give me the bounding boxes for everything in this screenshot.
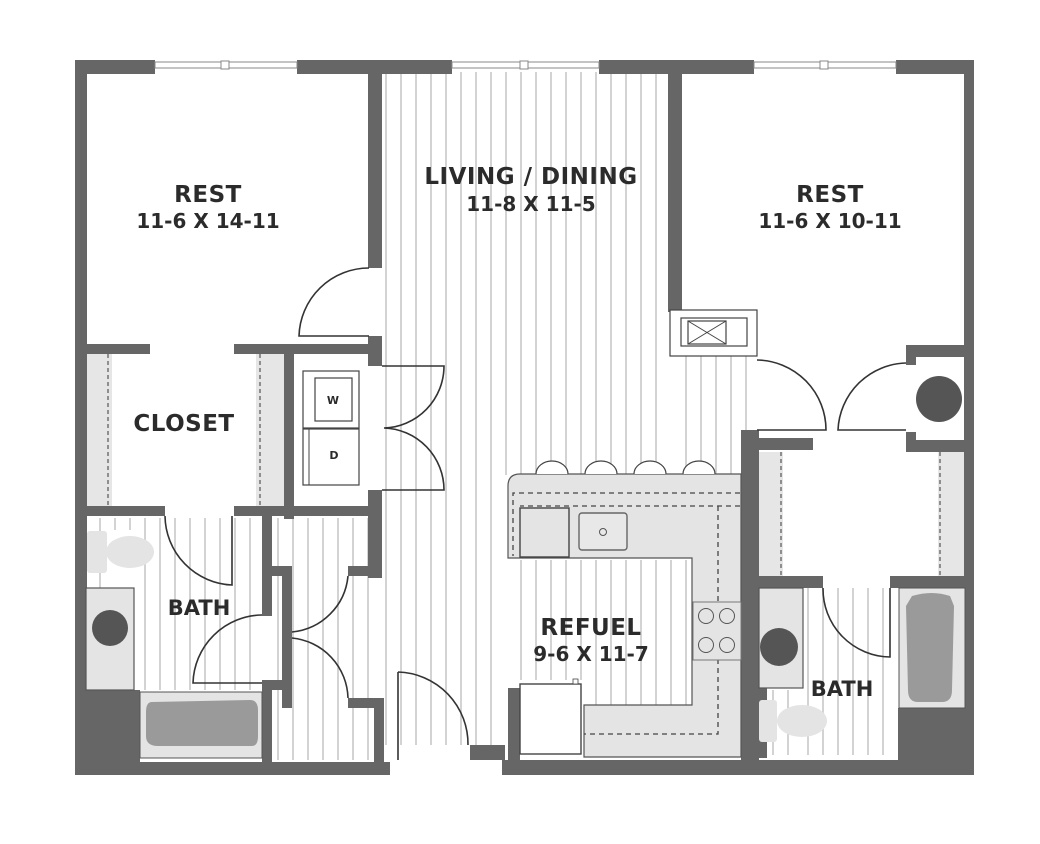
bathtub-icon — [906, 593, 954, 702]
right-bath-fixtures — [758, 587, 966, 742]
living-floor-pattern — [385, 72, 747, 745]
entry-door[interactable] — [397, 671, 469, 760]
rest-right-name: REST — [796, 182, 864, 208]
rest-left-name: REST — [174, 182, 242, 208]
toilet-tank-icon — [87, 531, 107, 573]
left-bath-door-2[interactable] — [192, 614, 263, 684]
right-closet-door[interactable] — [837, 362, 907, 431]
refuel-name: REFUEL — [540, 615, 641, 641]
right-bath-door[interactable] — [822, 587, 891, 658]
right-closet-shelves — [759, 452, 965, 578]
room-labels: REST 11-6 X 14-11 LIVING / DINING 11-8 X… — [133, 164, 901, 701]
kitchen-counters — [507, 460, 742, 758]
left-bedroom-door[interactable] — [298, 267, 370, 337]
bath-left-name: BATH — [168, 596, 231, 620]
walls — [75, 60, 974, 775]
toilet-icon — [777, 705, 827, 737]
rest-right-dims: 11-6 X 10-11 — [758, 209, 901, 233]
refrigerator-icon — [519, 683, 582, 755]
dryer-icon — [302, 428, 360, 486]
left-bath-fixtures — [85, 531, 263, 759]
laundry-double-door[interactable] — [382, 365, 445, 491]
right-bedroom-door[interactable] — [756, 359, 827, 431]
sink-icon — [760, 628, 798, 666]
sink-icon — [92, 610, 128, 646]
bar-stool-icon — [535, 460, 569, 475]
hall-closet-door-2[interactable] — [291, 637, 349, 699]
bathtub-icon — [146, 700, 258, 746]
living-dining-dims: 11-8 X 11-5 — [466, 192, 595, 216]
sink-icon — [578, 512, 628, 551]
windows — [154, 60, 897, 70]
toilet-icon — [106, 536, 154, 568]
closet-name: CLOSET — [133, 411, 234, 437]
bar-stool-icon — [584, 460, 618, 475]
living-dining-name: LIVING / DINING — [424, 164, 637, 190]
bar-stool-icon — [682, 460, 716, 475]
water-heater-icon — [916, 376, 962, 422]
hall-closet-door[interactable] — [291, 575, 349, 633]
dryer-label: D — [329, 449, 338, 462]
rest-left-dims: 11-6 X 14-11 — [136, 209, 279, 233]
left-bath-floor-pattern — [99, 518, 369, 760]
refuel-dims: 9-6 X 11-7 — [533, 642, 649, 666]
left-bath-door[interactable] — [164, 515, 233, 586]
toilet-tank-icon — [759, 700, 777, 742]
bath-right-name: BATH — [811, 677, 874, 701]
laundry-appliances: W D — [302, 370, 360, 486]
dishwasher-icon — [519, 507, 570, 558]
washer-label: W — [327, 394, 339, 407]
hvac-unit — [669, 309, 758, 357]
doors — [164, 267, 907, 760]
left-closet-shelves — [86, 354, 284, 506]
bar-stool-icon — [633, 460, 667, 475]
